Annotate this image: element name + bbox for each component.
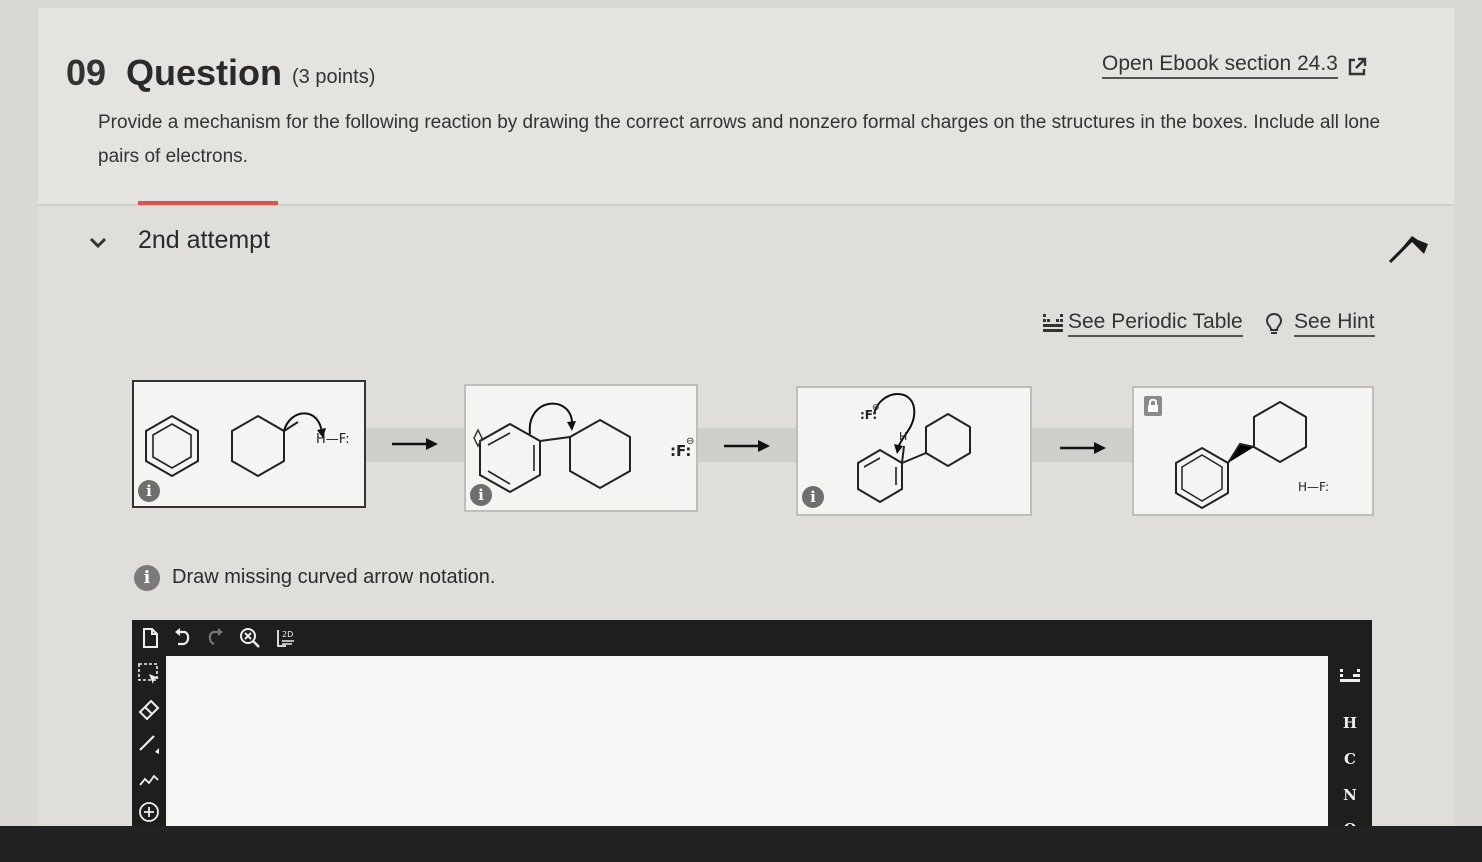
- see-periodic-table-link[interactable]: See Periodic Table: [1042, 310, 1243, 337]
- eraser-icon[interactable]: [137, 698, 161, 722]
- editor-left-toolbar: [132, 656, 166, 830]
- chevron-down-icon[interactable]: [88, 236, 108, 250]
- element-button-h[interactable]: H: [1342, 714, 1358, 732]
- negative-charge: ⊖: [872, 402, 880, 412]
- new-document-icon[interactable]: [138, 626, 162, 650]
- instruction-text: Draw missing curved arrow notation.: [172, 566, 496, 588]
- fluoride-label: :F:: [860, 408, 878, 422]
- info-badge[interactable]: i: [134, 565, 160, 591]
- hf-label: H—F:: [316, 432, 350, 447]
- info-badge[interactable]: i: [470, 484, 492, 506]
- intermediate-structure-2: [857, 393, 971, 504]
- reaction-arrow-icon: [724, 440, 770, 452]
- hydrogen-label: H: [899, 430, 908, 443]
- reactant-structure: [145, 412, 326, 478]
- bond-tool-icon[interactable]: [137, 732, 161, 756]
- external-link-icon[interactable]: [1346, 56, 1368, 78]
- element-button-n[interactable]: N: [1343, 786, 1357, 804]
- lightbulb-icon: [1265, 312, 1283, 334]
- drawing-canvas[interactable]: [166, 656, 1328, 830]
- intermediate-structure-1: [473, 402, 631, 494]
- question-page: 09 Question (3 points) Open Ebook sectio…: [38, 8, 1454, 838]
- open-ebook-link[interactable]: Open Ebook section 24.3: [1102, 52, 1338, 79]
- attempt-label[interactable]: 2nd attempt: [138, 226, 271, 254]
- mechanism-box-1[interactable]: H—F: i: [132, 380, 366, 508]
- see-periodic-table-label: See Periodic Table: [1068, 310, 1243, 337]
- question-title: Question: [126, 52, 283, 93]
- attempt-progress-bar: [138, 201, 278, 205]
- question-prompt: Provide a mechanism for the following re…: [98, 112, 1381, 167]
- editor-top-toolbar: 2D: [132, 620, 1372, 656]
- mechanism-box-4: H—F:: [1132, 386, 1374, 516]
- mechanism-box-3[interactable]: :F: ⊖ H i: [796, 386, 1032, 516]
- element-button-c[interactable]: C: [1344, 750, 1356, 768]
- periodic-table-icon: [1043, 314, 1063, 332]
- chain-tool-icon[interactable]: [137, 766, 161, 790]
- zoom-reset-icon[interactable]: [238, 626, 262, 650]
- collapse-arrow-icon[interactable]: [1388, 232, 1432, 266]
- periodic-table-icon[interactable]: [1339, 668, 1361, 686]
- select-tool-icon[interactable]: [137, 662, 161, 686]
- see-hint-label: See Hint: [1294, 310, 1375, 337]
- negative-charge: ⊖: [686, 436, 695, 447]
- question-points: (3 points): [292, 66, 376, 88]
- redo-icon[interactable]: [204, 626, 228, 650]
- lock-icon: [1144, 396, 1162, 416]
- question-header: 09 Question (3 points) Open Ebook sectio…: [38, 8, 1454, 206]
- undo-icon[interactable]: [170, 626, 194, 650]
- question-number: 09: [66, 52, 107, 93]
- drawing-editor: 2D: [132, 620, 1372, 838]
- instruction-row: i Draw missing curved arrow notation.: [134, 565, 496, 591]
- reaction-arrow-icon: [1060, 442, 1106, 454]
- product-structure: [1175, 400, 1307, 510]
- hf-label: H—F:: [1298, 480, 1330, 494]
- mechanism-box-2[interactable]: :F: ⊖ i: [464, 384, 698, 512]
- editor-right-toolbar: H C N O: [1328, 656, 1372, 838]
- add-charge-icon[interactable]: [137, 800, 161, 824]
- screen-bottom-edge: [0, 826, 1482, 862]
- info-badge[interactable]: i: [802, 486, 824, 508]
- reaction-strip: [1028, 428, 1134, 462]
- 2d-clean-icon[interactable]: 2D: [274, 626, 298, 650]
- svg-text:2D: 2D: [282, 630, 293, 639]
- see-hint-link[interactable]: See Hint: [1264, 310, 1375, 337]
- reaction-arrow-icon: [392, 438, 438, 450]
- info-badge[interactable]: i: [138, 480, 160, 502]
- fluoride-label: :F:: [670, 442, 692, 460]
